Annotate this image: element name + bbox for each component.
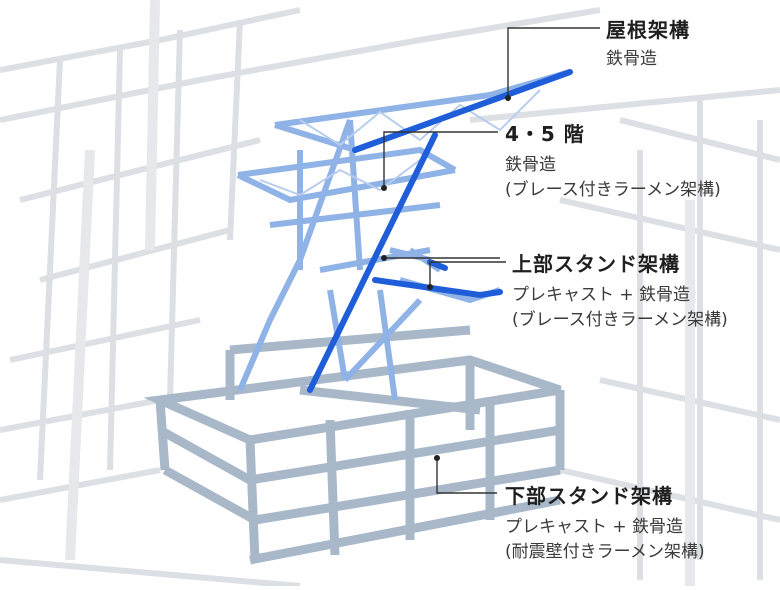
upper-stand-frame-type: (ブレース付きラーメン架構) [512,310,728,330]
highlighted-members [307,69,573,393]
leader-lines [383,27,600,494]
lower-stand-frame-type: (耐震壁付きラーメン架構) [505,542,705,562]
upper-stand-structure-type: プレキャスト + 鉄骨造 [512,285,691,305]
roof-title: 屋根架構 [606,18,690,42]
background-ghost-columns [65,0,695,586]
lower-stand-structure-type: プレキャスト + 鉄骨造 [505,517,684,537]
roof-label: 屋根架構 鉄骨造 [606,14,690,72]
lower-stand-label: 下部スタンド架構 プレキャスト + 鉄骨造 (耐震壁付きラーメン架構) [505,480,705,565]
roof-truss-lattice [259,89,541,197]
upper-floors-label: 4・5 階 鉄骨造 (ブレース付きラーメン架構) [505,118,721,203]
upper-stand-title: 上部スタンド架構 [512,252,680,276]
upper-floors-structure-type: 鉄骨造 [505,155,556,175]
lower-stand-title: 下部スタンド架構 [505,484,673,508]
upper-floors-frame-type: (ブレース付きラーメン架構) [505,180,721,200]
leader-dots [381,95,511,461]
upper-stand-label: 上部スタンド架構 プレキャスト + 鉄骨造 (ブレース付きラーメン架構) [512,248,728,333]
upper-floors-title: 4・5 階 [505,122,585,146]
lower-stand-frame [143,325,565,565]
roof-structure-type: 鉄骨造 [606,49,657,69]
